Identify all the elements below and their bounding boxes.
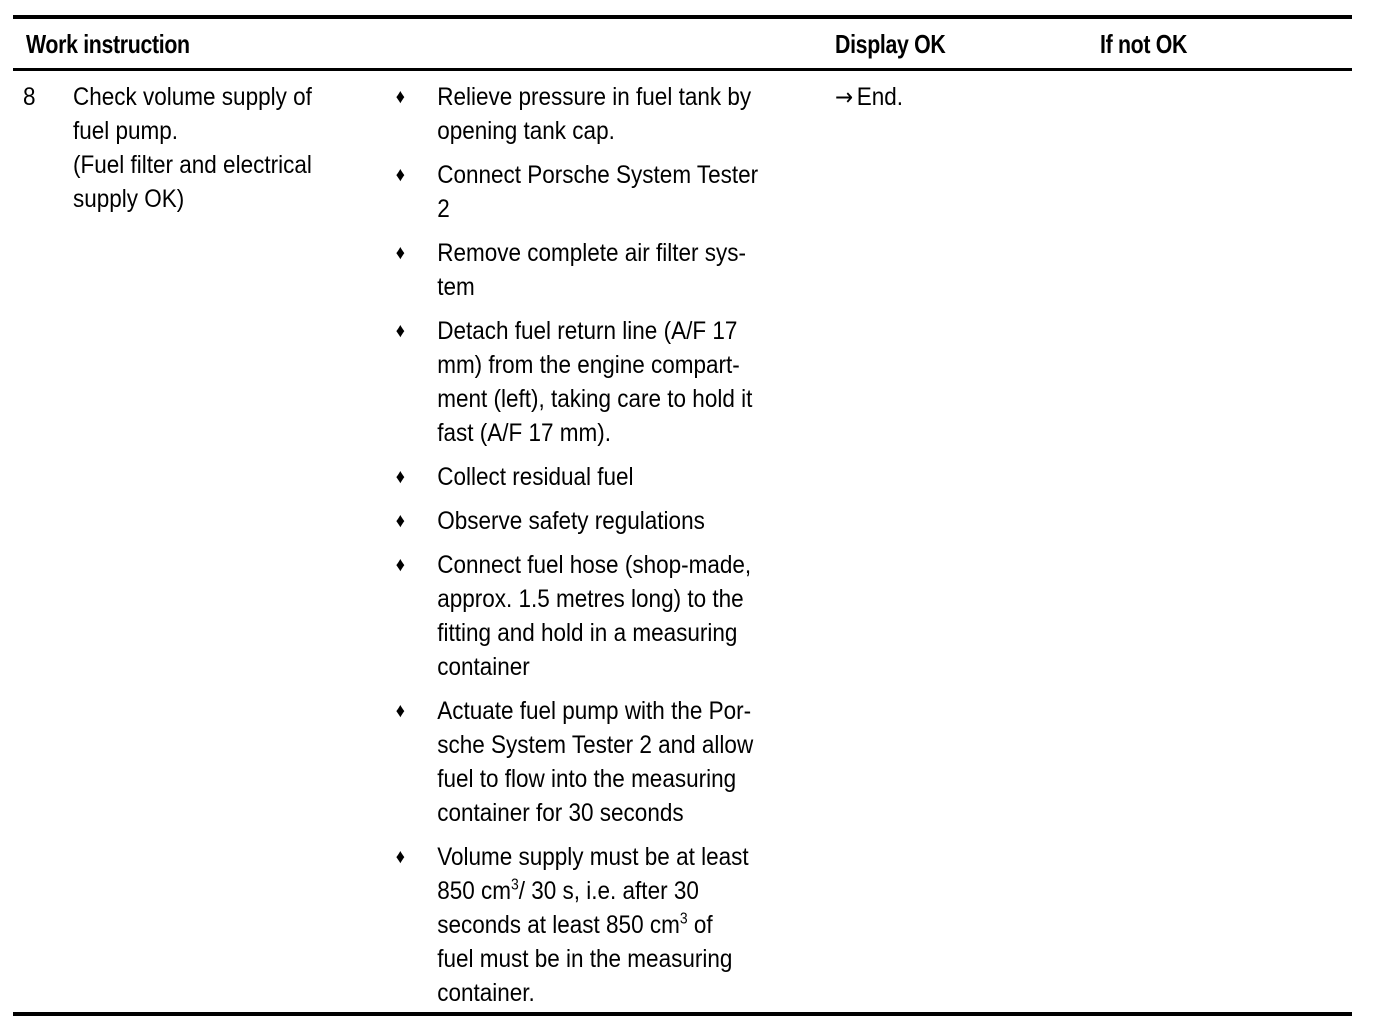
action-bullet-line: tem (437, 273, 475, 301)
action-bullet-text: Actuate fuel pump with the Por-sche Syst… (437, 694, 815, 830)
diamond-bullet-icon: ♦ (395, 846, 405, 868)
action-bullet-line: sche System Tester 2 and allow (437, 731, 754, 759)
step-description-line: (Fuel filter and electrical (73, 151, 312, 179)
step-number: 8 (23, 83, 36, 111)
diamond-bullet-icon: ♦ (395, 86, 405, 108)
display-ok-result: →End. (835, 80, 1056, 114)
action-bullet-line: container for 30 seconds (437, 799, 684, 827)
action-bullet-item: ♦ Detach fuel return line (A/F 17 mm) from… (394, 314, 816, 450)
right-arrow-icon: → (835, 83, 854, 111)
action-bullet-line: Collect residual fuel (437, 463, 634, 491)
action-bullet-line: container (437, 653, 530, 681)
cell-display-ok: →End. (824, 69, 1090, 1016)
action-bullet-line: ment (left), taking care to hold it (437, 385, 753, 413)
cell-step-number: 8 (13, 69, 61, 1016)
action-bullet-line: seconds at least 850 cm3 of (437, 910, 713, 939)
action-bullet-item: ♦ Actuate fuel pump with the Por-sche Sys… (394, 694, 816, 830)
display-ok-result-label: End. (856, 83, 904, 111)
cell-step-actions: ♦ Relieve pressure in fuel tank by opening… (384, 69, 825, 1016)
action-bullet-line: fitting and hold in a measuring (437, 619, 738, 647)
action-bullet-list: ♦ Relieve pressure in fuel tank by opening… (394, 80, 816, 1010)
diamond-bullet-icon: ♦ (395, 320, 405, 342)
cell-step-description: Check volume supply of fuel pump. (Fuel fi… (61, 69, 384, 1016)
action-bullet-item: ♦ Relieve pressure in fuel tank by opening… (394, 80, 816, 148)
action-bullet-text: Connect fuel hose (shop-made, approx. 1.5… (437, 548, 815, 684)
table-row: 8 Check volume supply of fuel pump. (Fuel … (13, 69, 1353, 1016)
work-instruction-table: Work instruction Display OK If not OK 8 … (13, 15, 1353, 1016)
step-description-text: Check volume supply of fuel pump. (Fuel fi… (73, 80, 374, 216)
column-header-display-ok: Display OK (824, 15, 1090, 71)
if-not-ok-header-label: If not OK (1100, 28, 1188, 59)
action-bullet-text: Connect Porsche System Tester 2 (437, 158, 815, 226)
action-bullet-line: Connect Porsche System Tester (437, 161, 759, 189)
action-bullet-item: ♦ Volume supply must be at least 850 cm3/ … (394, 840, 816, 1010)
action-bullet-item: ♦ Observe safety regulations (394, 504, 816, 538)
action-bullet-line: approx. 1.5 metres long) to the (437, 585, 744, 613)
action-bullet-item: ♦ Connect Porsche System Tester 2 (394, 158, 816, 226)
action-bullet-line: Relieve pressure in fuel tank by (437, 83, 752, 111)
action-bullet-line: 2 (437, 195, 450, 223)
action-bullet-line: fuel must be in the measuring (437, 945, 733, 973)
action-bullet-line: 850 cm3/ 30 s, i.e. after 30 (437, 876, 699, 905)
action-bullet-text: Detach fuel return line (A/F 17 mm) from … (437, 314, 815, 450)
diamond-bullet-icon: ♦ (395, 466, 405, 488)
action-bullet-line: fast (A/F 17 mm). (437, 419, 611, 447)
step-description-line: fuel pump. (73, 117, 179, 145)
action-bullet-item: ♦ Remove complete air filter sys-tem (394, 236, 816, 304)
work-instruction-header-label: Work instruction (26, 28, 190, 59)
table-header-row: Work instruction Display OK If not OK (13, 15, 1353, 71)
diamond-bullet-icon: ♦ (395, 700, 405, 722)
action-bullet-line: Detach fuel return line (A/F 17 (437, 317, 738, 345)
action-bullet-item: ♦ Collect residual fuel (394, 460, 816, 494)
action-bullet-line: Observe safety regulations (437, 507, 705, 535)
diamond-bullet-icon: ♦ (395, 510, 405, 532)
action-bullet-line: fuel to flow into the measuring (437, 765, 737, 793)
action-bullet-line: Actuate fuel pump with the Por- (437, 697, 752, 725)
action-bullet-line: Connect fuel hose (shop-made, (437, 551, 752, 579)
action-bullet-line: Volume supply must be at least (437, 843, 749, 871)
action-bullet-line: container. (437, 979, 535, 1007)
action-bullet-text: Observe safety regulations (437, 504, 815, 538)
column-header-work-instruction: Work instruction (13, 15, 825, 71)
display-ok-header-label: Display OK (835, 28, 946, 59)
diamond-bullet-icon: ♦ (395, 242, 405, 264)
column-header-if-not-ok: If not OK (1089, 15, 1353, 71)
action-bullet-text: Relieve pressure in fuel tank by opening … (437, 80, 815, 148)
diamond-bullet-icon: ♦ (395, 164, 405, 186)
action-bullet-line: opening tank cap. (437, 117, 615, 145)
diamond-bullet-icon: ♦ (395, 554, 405, 576)
cell-if-not-ok (1089, 69, 1353, 1016)
action-bullet-text: Volume supply must be at least 850 cm3/ 3… (437, 840, 815, 1010)
step-description-line: Check volume supply of (73, 83, 312, 111)
action-bullet-line: mm) from the engine compart- (437, 351, 740, 379)
action-bullet-item: ♦ Connect fuel hose (shop-made, approx. 1.… (394, 548, 816, 684)
action-bullet-line: Remove complete air filter sys- (437, 239, 747, 267)
action-bullet-text: Remove complete air filter sys-tem (437, 236, 815, 304)
action-bullet-text: Collect residual fuel (437, 460, 815, 494)
step-description-line: supply OK) (73, 185, 185, 213)
